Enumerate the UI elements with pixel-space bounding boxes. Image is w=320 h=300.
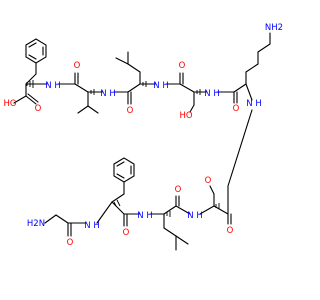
phe2-amide-nh-label: N H bbox=[84, 221, 99, 231]
ser1-carbonyl-oxygen-label: O bbox=[179, 61, 186, 71]
ser2-side-oxygen-label: O bbox=[205, 176, 212, 186]
ser2-amide-nh-label: N H bbox=[187, 211, 202, 221]
ser1-hydroxyl-label: HO bbox=[179, 111, 192, 121]
acid-hydroxyl-label: HO bbox=[3, 99, 16, 109]
ser2-carbonyl-oxygen-label: O bbox=[227, 226, 234, 236]
phe1-amide-nh-label: N H bbox=[45, 81, 60, 91]
leu1-carbonyl-oxygen-label: O bbox=[127, 106, 134, 116]
lys-carbonyl-oxygen-label: O bbox=[233, 104, 240, 114]
atom-labels: HO O N H O N H O N H O N H HO O N H NH2 … bbox=[3, 23, 283, 248]
upper-chain-bonds bbox=[13, 32, 271, 187]
acid-oxygen-label: O bbox=[35, 104, 42, 114]
phenyl-ring-2 bbox=[113, 157, 135, 183]
lower-chain-bonds bbox=[44, 157, 232, 251]
phe2-carbonyl-oxygen-label: O bbox=[123, 228, 130, 238]
leu1-amide-nh-label: N H bbox=[153, 81, 168, 91]
val-amide-nh-label: N H bbox=[100, 89, 115, 99]
leu2-carbonyl-oxygen-label: O bbox=[175, 185, 182, 195]
gly-carbonyl-oxygen-label: O bbox=[67, 238, 74, 248]
ser1-amide-nh-label: N H bbox=[204, 89, 219, 99]
stereo-hashes bbox=[26, 80, 220, 217]
lys-amine-label: NH2 bbox=[265, 23, 283, 33]
gly-amine-label: H2N bbox=[27, 219, 45, 229]
leu2-amide-nh-label: N H bbox=[137, 211, 152, 221]
peptide-structure-diagram: HO O N H O N H O N H O N H HO O N H NH2 … bbox=[3, 23, 283, 251]
lys-amide-nh-label: N H bbox=[246, 99, 261, 109]
phenyl-ring-1 bbox=[25, 38, 47, 64]
val-carbonyl-oxygen-label: O bbox=[74, 61, 81, 71]
